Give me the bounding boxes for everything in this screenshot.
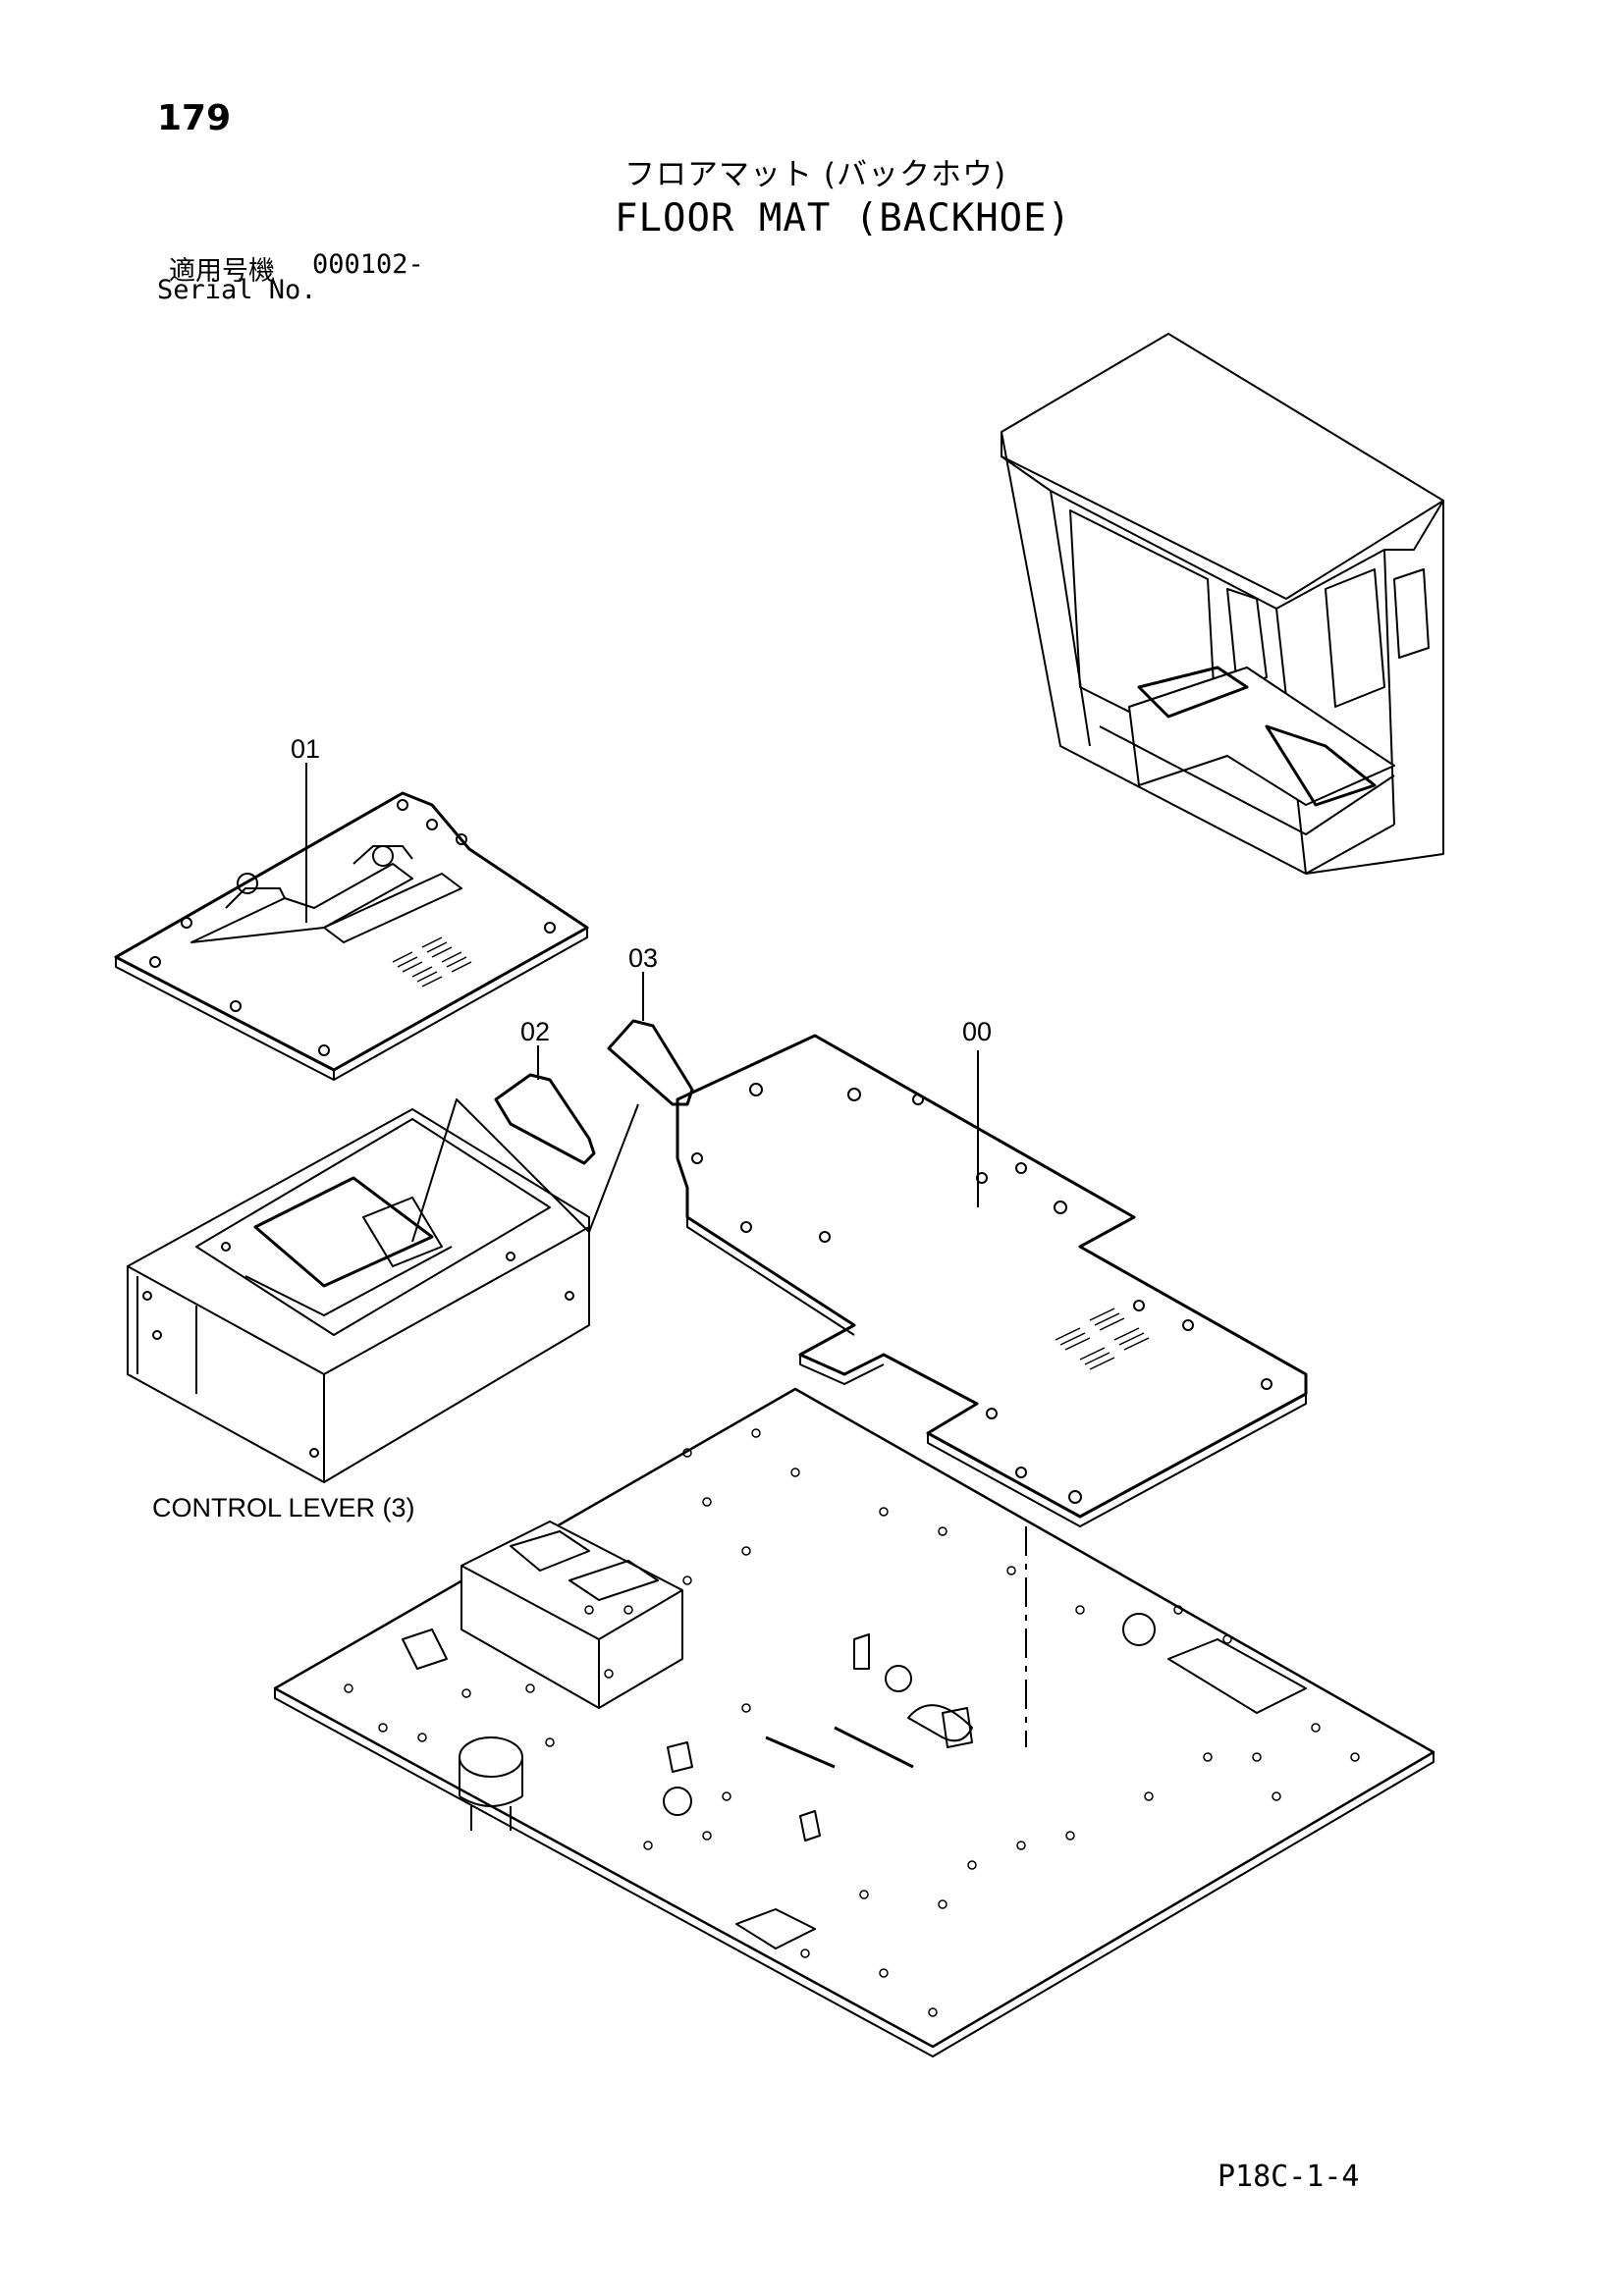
serial-number-value: 000102- xyxy=(312,249,424,280)
part-03-pedal-pad xyxy=(607,972,694,1106)
cab-floor-plate xyxy=(273,1387,1435,2057)
page-title: FLOOR MAT (BACKHOE) xyxy=(615,196,1072,240)
drawing-code: P18C-1-4 xyxy=(1218,2160,1360,2194)
control-lever-reference: CONTROL LEVER (3) xyxy=(152,1493,415,1522)
callout-02: 02 xyxy=(520,1017,550,1046)
serial-label-japanese: 適用号機 xyxy=(169,256,275,287)
callout-01: 01 xyxy=(291,734,320,764)
part-01-control-stand-mat xyxy=(114,763,589,1081)
cab-locator-view xyxy=(1001,333,1444,875)
part-02-pedal-pad xyxy=(494,1045,596,1165)
title-japanese: フロアマット (バックホウ) xyxy=(624,157,1007,192)
control-lever-stand xyxy=(127,1098,639,1483)
part-00-floor-mat xyxy=(676,1034,1308,1747)
serial-label-english: Serial No. xyxy=(157,275,317,305)
page-number: 179 xyxy=(157,98,232,138)
callout-00: 00 xyxy=(962,1017,992,1046)
callout-03: 03 xyxy=(628,943,658,973)
